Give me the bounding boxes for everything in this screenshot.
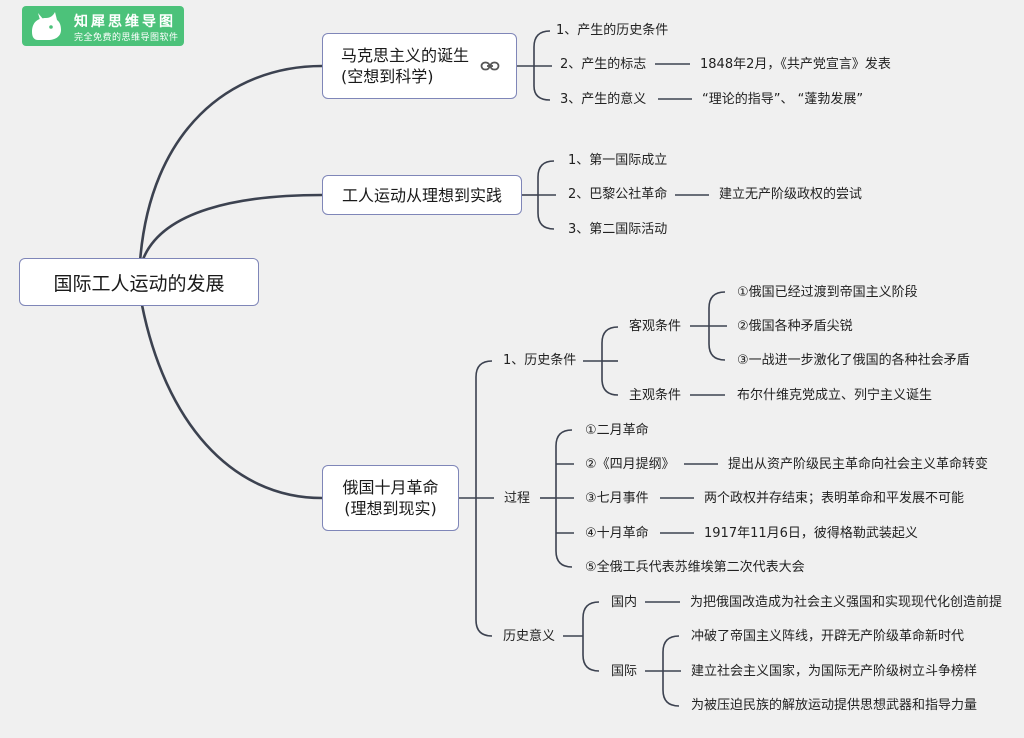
workers-item-2-detail[interactable]: 建立无产阶级政权的尝试 xyxy=(719,187,863,202)
domestic-detail[interactable]: 为把俄国改造成为社会主义强国和实现现代化创造前提 xyxy=(690,595,1003,610)
process-item-4[interactable]: ④十月革命 xyxy=(585,526,649,541)
topic-october-revolution[interactable]: 俄国十月革命 (理想到现实) xyxy=(322,465,459,531)
link-icon[interactable] xyxy=(480,59,500,73)
objective-item-2[interactable]: ②俄国各种矛盾尖锐 xyxy=(737,319,853,334)
process-item-1[interactable]: ①二月革命 xyxy=(585,423,649,438)
conditions-label[interactable]: 1、历史条件 xyxy=(503,353,577,368)
topic-october-revolution-line1: 俄国十月革命 xyxy=(342,478,439,497)
domestic-label[interactable]: 国内 xyxy=(611,595,638,610)
root-topic[interactable]: 国际工人运动的发展 xyxy=(19,258,259,306)
objective-item-3[interactable]: ③一战进一步激化了俄国的各种社会矛盾 xyxy=(737,353,970,368)
international-label[interactable]: 国际 xyxy=(611,664,638,679)
process-item-3[interactable]: ③七月事件 xyxy=(585,491,649,506)
objective-item-1[interactable]: ①俄国已经过渡到帝国主义阶段 xyxy=(737,285,918,300)
topic-workers-movement-label: 工人运动从理想到实践 xyxy=(341,185,502,205)
subjective-conditions[interactable]: 主观条件 xyxy=(629,388,682,403)
app-logo[interactable]: 知犀思维导图 完全免费的思维导图软件 xyxy=(22,6,184,46)
workers-item-2[interactable]: 2、巴黎公社革命 xyxy=(568,187,668,202)
process-label[interactable]: 过程 xyxy=(504,491,531,506)
process-item-4-detail[interactable]: 1917年11月6日，彼得格勒武装起义 xyxy=(704,526,918,541)
marxism-item-2[interactable]: 2、产生的标志 xyxy=(560,57,647,72)
marxism-item-2-detail[interactable]: 1848年2月，《共产党宣言》发表 xyxy=(700,57,891,72)
workers-item-1[interactable]: 1、第一国际成立 xyxy=(568,153,668,168)
logo-subtitle: 完全免费的思维导图软件 xyxy=(74,33,179,43)
marxism-item-3[interactable]: 3、产生的意义 xyxy=(560,92,647,107)
workers-item-3[interactable]: 3、第二国际活动 xyxy=(568,222,668,237)
topic-marxism-birth-line1: 马克思主义的诞生 xyxy=(341,46,470,65)
topic-marxism-birth-line2: (空想到科学) xyxy=(341,67,434,86)
international-item-3[interactable]: 为被压迫民族的解放运动提供思想武器和指导力量 xyxy=(691,698,978,713)
international-item-2[interactable]: 建立社会主义国家，为国际无产阶级树立斗争榜样 xyxy=(691,664,978,679)
international-item-1[interactable]: 冲破了帝国主义阵线，开辟无产阶级革命新时代 xyxy=(691,629,965,644)
process-item-5[interactable]: ⑤全俄工兵代表苏维埃第二次代表大会 xyxy=(585,560,805,575)
process-item-3-detail[interactable]: 两个政权并存结束；表明革命和平发展不可能 xyxy=(704,491,965,506)
logo-title: 知犀思维导图 xyxy=(74,14,176,30)
topic-workers-movement[interactable]: 工人运动从理想到实践 xyxy=(322,175,522,215)
significance-label[interactable]: 历史意义 xyxy=(503,629,556,644)
topic-marxism-birth[interactable]: 马克思主义的诞生 (空想到科学) xyxy=(322,33,517,99)
topic-october-revolution-line2: (理想到现实) xyxy=(344,499,437,518)
root-topic-label: 国际工人运动的发展 xyxy=(53,272,225,295)
objective-conditions[interactable]: 客观条件 xyxy=(629,319,682,334)
subjective-detail[interactable]: 布尔什维克党成立、列宁主义诞生 xyxy=(737,388,933,403)
marxism-item-1[interactable]: 1、产生的历史条件 xyxy=(556,23,669,38)
marxism-item-3-detail[interactable]: “理论的指导”、 “蓬勃发展” xyxy=(702,92,864,107)
process-item-2-detail[interactable]: 提出从资产阶级民主革命向社会主义革命转变 xyxy=(728,457,989,472)
rhino-logo-icon xyxy=(32,12,61,40)
process-item-2[interactable]: ②《四月提纲》 xyxy=(585,457,675,472)
